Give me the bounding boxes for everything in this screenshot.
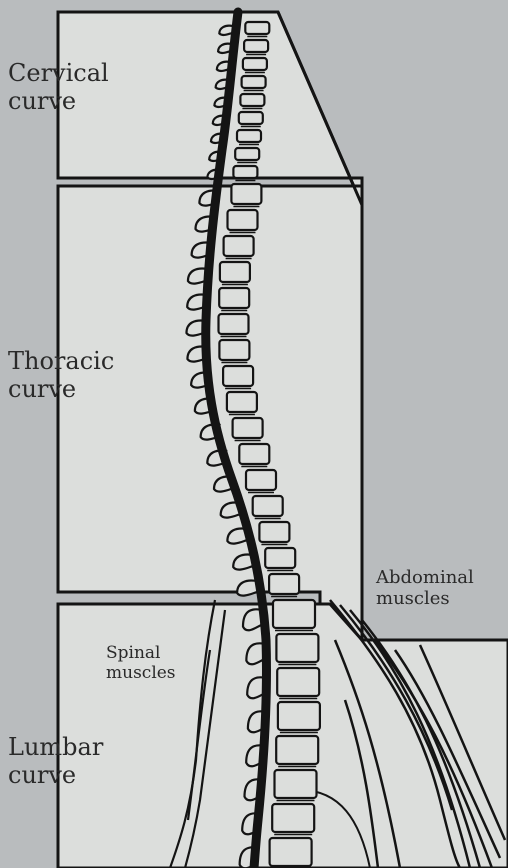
vertebra-body (220, 262, 250, 282)
vertebra-body (272, 804, 314, 832)
vertebra-body (219, 314, 249, 334)
vertebra-body (242, 76, 266, 88)
vertebra-body (245, 22, 269, 34)
vertebra-body (273, 600, 315, 628)
vertebra-body (239, 444, 269, 464)
vertebra-body (219, 340, 249, 360)
vertebra-body (240, 94, 264, 106)
vertebra-body (253, 496, 283, 516)
vertebra-body (277, 668, 319, 696)
vertebra-body (231, 184, 261, 204)
vertebra-body (259, 522, 289, 542)
vertebra-body (276, 736, 318, 764)
vertebra-body (233, 166, 257, 178)
vertebra-body (227, 392, 257, 412)
vertebra-body (237, 130, 261, 142)
vertebra-body (233, 418, 263, 438)
vertebra-body (275, 770, 317, 798)
vertebra-body (228, 210, 258, 230)
vertebra-body (244, 40, 268, 52)
vertebra-body (265, 548, 295, 568)
vertebra-body (239, 112, 263, 124)
vertebra-body (224, 236, 254, 256)
vertebra-body (246, 470, 276, 490)
vertebra-body (276, 634, 318, 662)
vertebra-body (243, 58, 267, 70)
vertebra-body (269, 574, 299, 594)
vertebra-body (223, 366, 253, 386)
vertebra-body (219, 288, 249, 308)
vertebra-body (270, 838, 312, 866)
vertebra-body (235, 148, 259, 160)
vertebra-body (278, 702, 320, 730)
